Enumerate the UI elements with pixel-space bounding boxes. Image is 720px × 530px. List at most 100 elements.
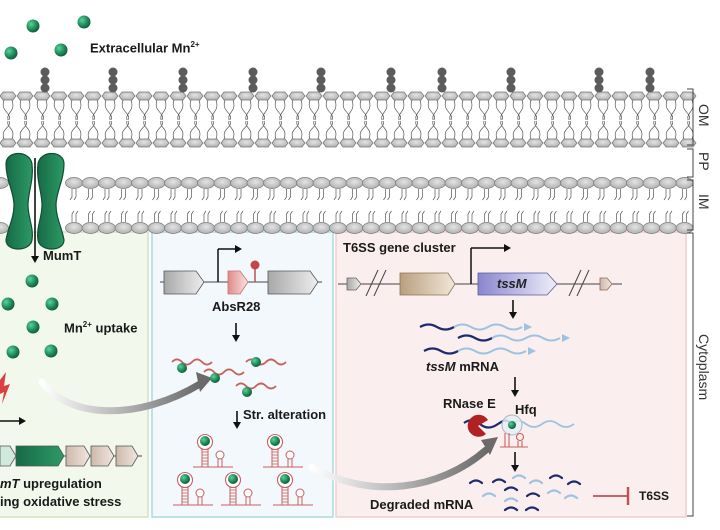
lps-bead	[178, 75, 188, 85]
im-head-outer	[279, 177, 298, 189]
im-head-outer	[81, 177, 100, 189]
om-head-inner	[594, 138, 612, 148]
om-head-outer	[492, 91, 510, 101]
lps-bead	[386, 83, 396, 93]
absr28-srna-molecules	[171, 357, 287, 397]
structure-alteration-label: Str. alteration	[243, 407, 327, 422]
lps-bead	[316, 67, 326, 77]
om-tail	[665, 99, 677, 121]
im-head-outer	[593, 177, 611, 189]
break-mark-1	[365, 269, 379, 297]
t6ss-cluster-label: T6SS gene cluster	[343, 240, 456, 255]
bracket-om	[687, 88, 694, 146]
om-tail	[70, 99, 82, 121]
lps-bead	[178, 67, 188, 77]
rnase-hfq-complex	[463, 414, 575, 448]
mrna-fragment	[503, 506, 519, 512]
mrna-arrowhead	[528, 347, 536, 355]
om-head-inner	[475, 138, 493, 148]
arrow-absr28-down-head	[232, 335, 240, 342]
om-tail	[410, 120, 422, 140]
mn-ion	[251, 357, 261, 367]
im-tail	[201, 189, 211, 222]
om-head-inner	[254, 138, 272, 148]
om-head-outer	[203, 91, 221, 101]
om-head-outer	[84, 91, 102, 101]
im-tail	[350, 189, 359, 222]
lps-bead	[386, 75, 396, 85]
om-head-outer	[169, 91, 187, 101]
om-tail	[665, 120, 677, 140]
im-tail	[86, 189, 95, 222]
om-head-inner	[577, 138, 595, 148]
intracellular-mn-ions	[1, 274, 59, 359]
lps-bead	[594, 83, 604, 93]
lps-bead	[437, 67, 447, 77]
om-head-outer	[288, 91, 306, 101]
t6ss-target-label: T6SS	[639, 489, 670, 503]
extracellular-mn-label: Extracellular Mn2+	[90, 40, 200, 56]
im-head-outer	[444, 177, 463, 189]
hairpin-loop2	[195, 488, 205, 498]
lps-bead	[437, 75, 447, 85]
om-tail	[36, 120, 48, 140]
im-head-outer	[329, 177, 347, 189]
om-head-inner	[220, 138, 238, 148]
om-tail	[393, 99, 405, 121]
im-head-outer	[263, 177, 281, 189]
mn-ion	[6, 345, 20, 359]
curved-arrow-to-absr28-head	[196, 372, 212, 392]
im-head-inner	[444, 222, 463, 234]
break-mark-2	[373, 269, 387, 297]
om-tail	[529, 99, 541, 121]
lps-bead	[645, 67, 655, 77]
om-tail	[172, 99, 184, 121]
om-head-inner	[271, 138, 289, 148]
hfq-mn-ion	[508, 421, 516, 429]
im-tail	[498, 189, 508, 222]
om-head-inner	[237, 138, 255, 148]
om-tail	[580, 99, 592, 121]
im-head-inner	[378, 222, 397, 234]
mrna-fragment	[524, 506, 540, 512]
im-head-outer	[378, 177, 397, 189]
oxidative-stress-caption: ing oxidative stress	[0, 494, 122, 509]
hfq-bound-srna	[500, 432, 528, 448]
om-head-outer	[356, 91, 374, 101]
mrna-fragment	[468, 479, 484, 485]
mrna-fragment	[511, 474, 527, 480]
om-tail	[597, 99, 609, 121]
om-tail	[274, 120, 286, 140]
om-tail	[2, 120, 14, 140]
im-tail	[366, 189, 376, 222]
gene-downstream-2	[90, 445, 115, 467]
im-head-outer	[461, 177, 479, 189]
mn-ion	[228, 474, 238, 484]
im-head-outer	[114, 177, 133, 189]
om-tail	[19, 120, 31, 140]
om-head-outer	[679, 91, 697, 101]
lps-bead	[248, 83, 258, 93]
om-head-inner	[67, 138, 85, 148]
om-head-inner	[458, 138, 476, 148]
om-head-inner	[135, 138, 153, 148]
om-tail	[648, 120, 660, 140]
om-tail	[189, 99, 201, 121]
mumt-upregulation-caption: mT upregulation	[0, 476, 102, 491]
im-tail	[416, 189, 425, 222]
om-head-outer	[33, 91, 51, 101]
mn-ion	[54, 43, 68, 57]
gene-t6ss-2	[399, 272, 456, 296]
im-head-outer	[230, 177, 248, 189]
im-tail	[432, 189, 442, 222]
mrna-fragment	[563, 494, 579, 500]
im-head-inner	[362, 222, 380, 234]
mn-ion	[25, 274, 39, 288]
im-head-inner	[279, 222, 298, 234]
layer-brackets	[687, 88, 694, 517]
im-head-outer	[560, 177, 578, 189]
om-tail	[427, 120, 439, 140]
cytoplasm-label: Cytoplasm	[696, 334, 712, 401]
mrna-fragment	[548, 474, 564, 480]
mn-ion	[200, 436, 210, 446]
